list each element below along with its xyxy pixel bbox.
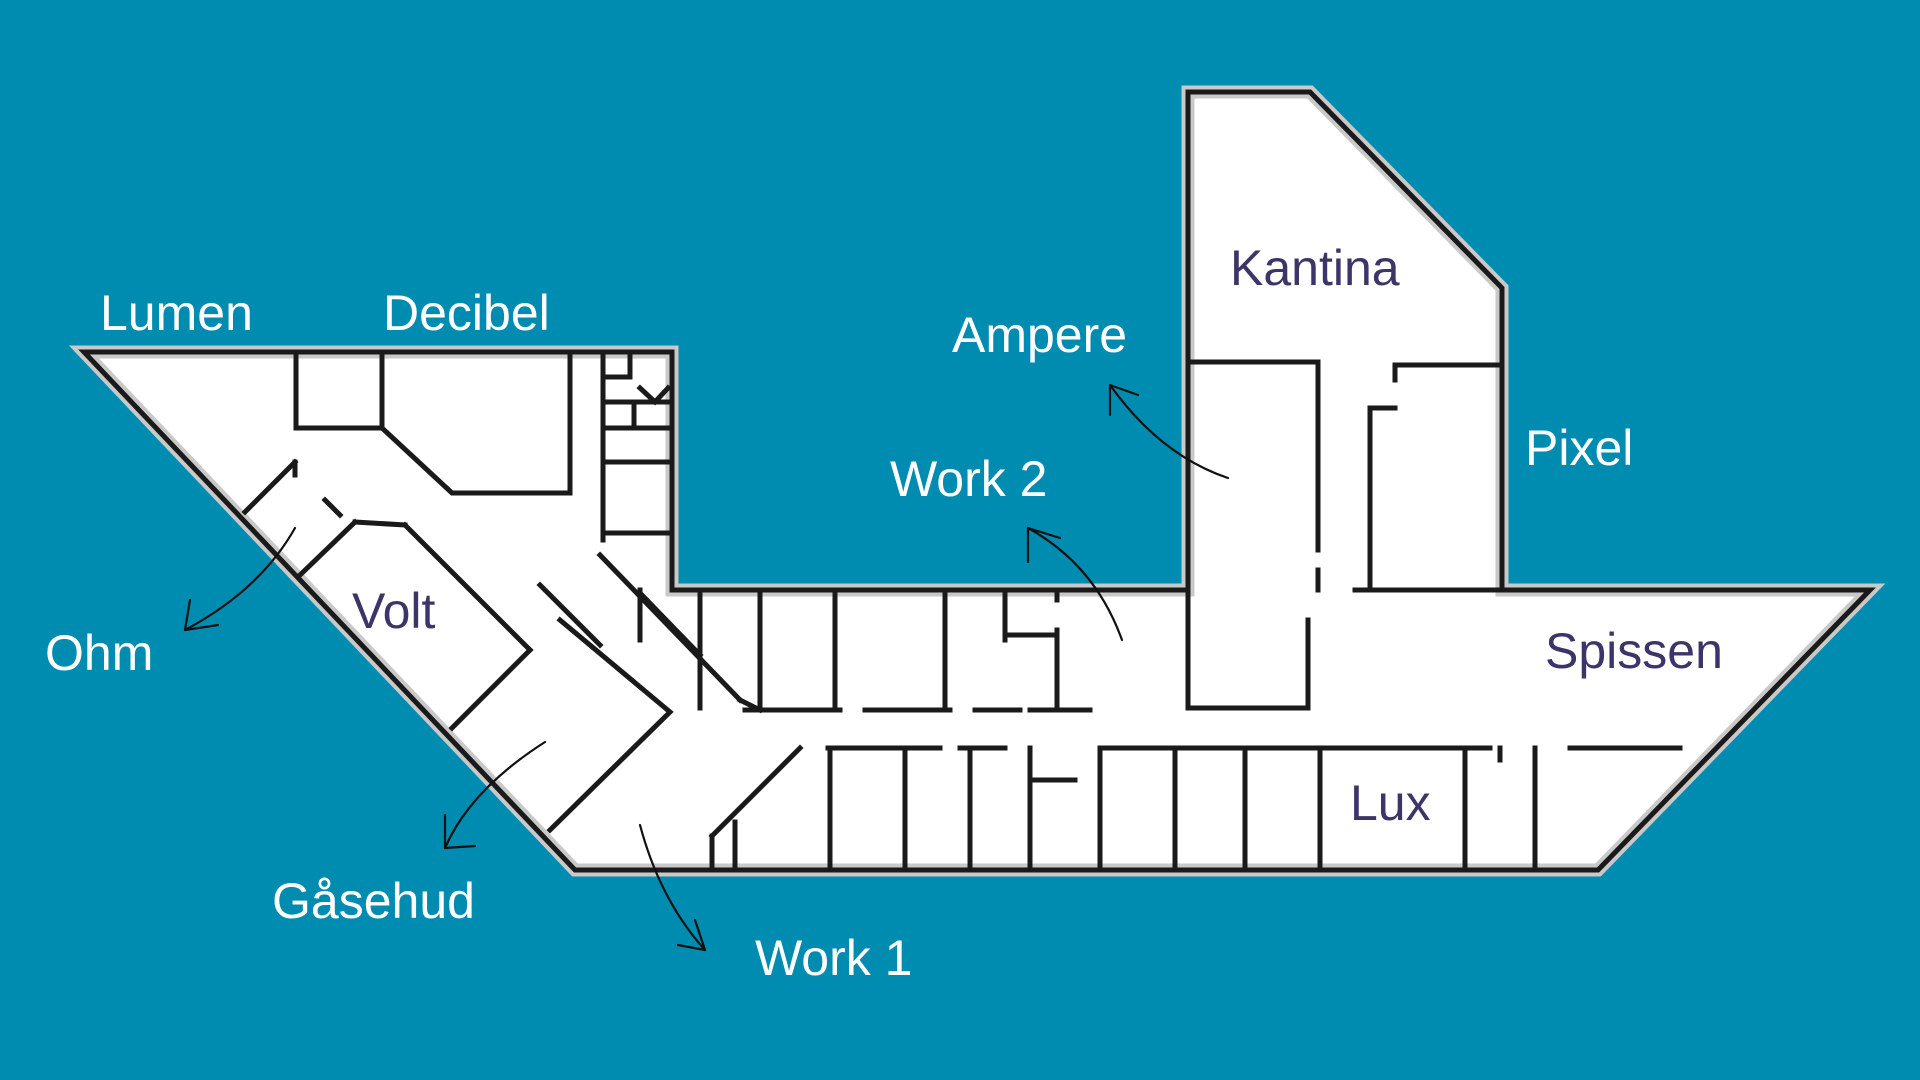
label-pixel: Pixel (1525, 420, 1633, 476)
label-lux: Lux (1350, 775, 1431, 831)
label-volt: Volt (352, 583, 436, 639)
room-labels: Lumen Decibel Ampere Kantina Pixel Work … (45, 240, 1723, 986)
arrowhead-work1 (676, 918, 707, 952)
arrow-work2 (1026, 526, 1124, 642)
interior-walls (241, 349, 1683, 873)
label-work-2: Work 2 (890, 451, 1047, 507)
arrow-work1 (638, 823, 707, 952)
arrow-ampere (1108, 383, 1230, 480)
label-gasehud: Gåsehud (272, 873, 475, 929)
arrow-gasehud (443, 740, 547, 850)
building-outline (68, 85, 1886, 877)
label-ohm: Ohm (45, 625, 153, 681)
arrow-ohm (183, 526, 297, 632)
arrowhead-gasehud (443, 813, 477, 850)
label-decibel: Decibel (383, 285, 550, 341)
label-kantina: Kantina (1230, 240, 1400, 296)
label-lumen: Lumen (100, 285, 253, 341)
label-work-1: Work 1 (755, 930, 912, 986)
label-ampere: Ampere (952, 307, 1127, 363)
direction-arrows (183, 383, 1230, 952)
arrowhead-work2 (1026, 526, 1062, 564)
arrowhead-ampere (1108, 383, 1140, 417)
label-spissen: Spissen (1545, 623, 1723, 679)
arrowhead-ohm (183, 598, 220, 632)
